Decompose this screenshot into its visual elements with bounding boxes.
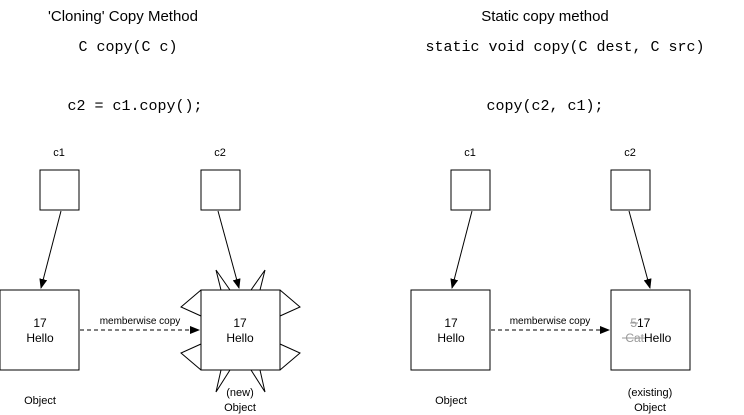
left-target-text: Hello — [226, 331, 254, 345]
left-c1-label: c1 — [53, 147, 65, 159]
left-target-object-box — [200, 289, 281, 371]
right-source-text: Hello — [437, 331, 465, 345]
right-source-caption: Object — [435, 395, 467, 407]
right-c2-label: c2 — [624, 147, 636, 159]
right-target-new-value: 17 — [637, 316, 651, 330]
right-panel: Static copy method static void copy(C de… — [410, 8, 705, 414]
left-source-object-box — [0, 289, 80, 371]
right-target-new-text: Hello — [644, 331, 672, 345]
left-target-caption-line2: Object — [224, 402, 256, 414]
left-c2-pointer-arrow — [217, 210, 241, 289]
left-source-text: Hello — [26, 331, 54, 345]
left-title: 'Cloning' Copy Method — [48, 8, 198, 25]
right-c1-pointer-arrow — [450, 210, 473, 289]
left-source-value: 17 — [33, 316, 47, 330]
right-c2-reference-box — [610, 169, 651, 211]
right-source-object-box — [410, 289, 491, 371]
left-call: c2 = c1.copy(); — [67, 98, 202, 115]
right-title: Static copy method — [481, 8, 609, 25]
right-target-caption-line1: (existing) — [628, 387, 673, 399]
left-panel: 'Cloning' Copy Method C copy(C c) c2 = c… — [0, 8, 301, 414]
left-c1-reference-box — [39, 169, 80, 211]
right-signature: static void copy(C dest, C src) — [425, 39, 704, 56]
right-target-object-box — [610, 289, 691, 371]
right-source-value: 17 — [444, 316, 458, 330]
left-c2-label: c2 — [214, 147, 226, 159]
left-target-value: 17 — [233, 316, 247, 330]
left-target-caption-line1: (new) — [226, 387, 254, 399]
right-c2-pointer-arrow — [628, 210, 652, 289]
right-c1-label: c1 — [464, 147, 476, 159]
left-c1-pointer-arrow — [39, 210, 62, 289]
right-arrow-label: memberwise copy — [510, 316, 591, 327]
right-target-caption-line2: Object — [634, 402, 666, 414]
left-c2-reference-box — [200, 169, 241, 211]
left-arrow-label: memberwise copy — [100, 316, 181, 327]
left-source-caption: Object — [24, 395, 56, 407]
right-call: copy(c2, c1); — [486, 98, 603, 115]
right-c1-reference-box — [450, 169, 491, 211]
left-signature: C copy(C c) — [78, 39, 177, 56]
